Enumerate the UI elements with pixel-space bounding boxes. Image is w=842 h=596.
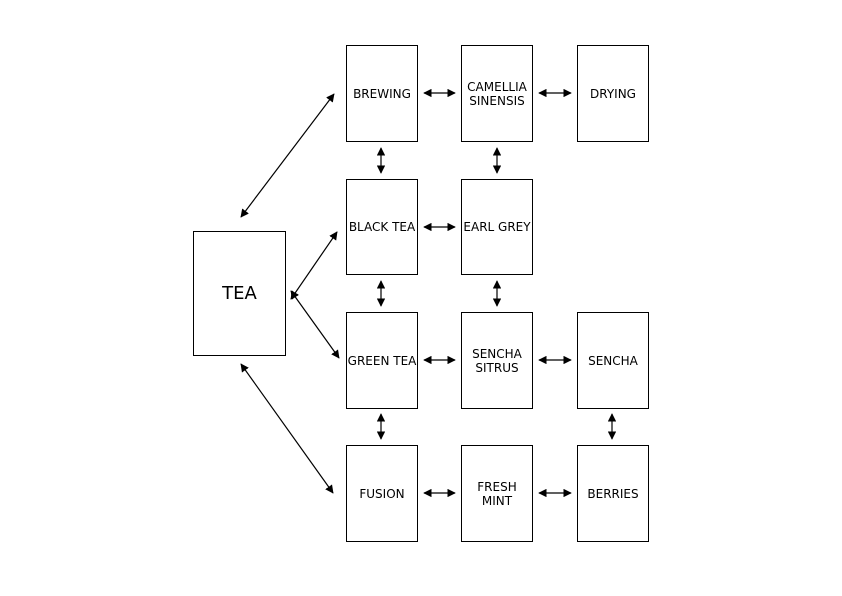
node-brewing: BREWING <box>346 45 418 142</box>
node-tea: TEA <box>193 231 286 356</box>
node-sencha: SENCHA <box>577 312 649 409</box>
arrow-tea-fusion <box>240 363 334 494</box>
node-camellia-sinensis: CAMELLIA SINENSIS <box>461 45 533 142</box>
node-earl-grey: EARL GREY <box>461 179 533 275</box>
node-sencha-sitrus: SENCHA SITRUS <box>461 312 533 409</box>
node-drying: DRYING <box>577 45 649 142</box>
node-green-tea: GREEN TEA <box>346 312 418 409</box>
node-black-tea: BLACK TEA <box>346 179 418 275</box>
node-berries: BERRIES <box>577 445 649 542</box>
node-fresh-mint: FRESH MINT <box>461 445 533 542</box>
arrow-tea-green-tea <box>290 290 340 359</box>
arrow-tea-brewing <box>240 93 335 218</box>
node-fusion: FUSION <box>346 445 418 542</box>
arrow-tea-black-tea <box>290 231 338 300</box>
